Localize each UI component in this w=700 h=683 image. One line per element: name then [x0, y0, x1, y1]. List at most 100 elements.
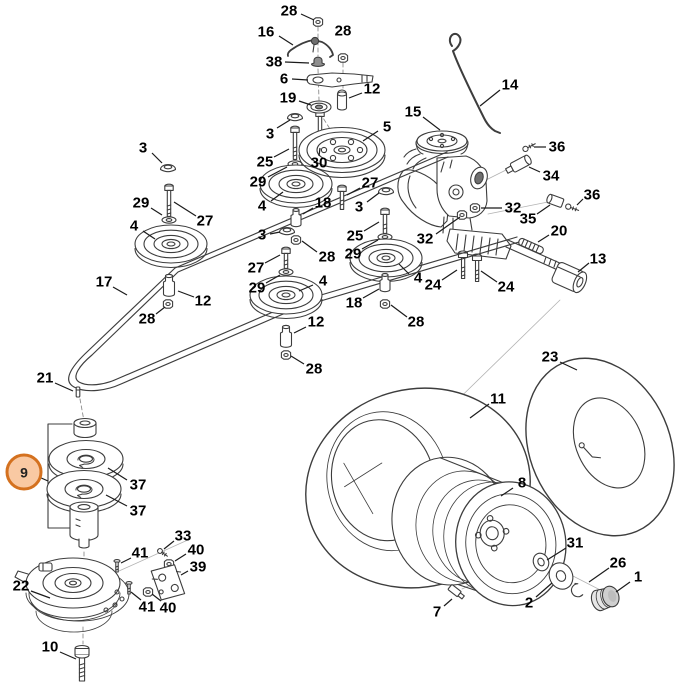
leader-line-6 [291, 78, 309, 81]
part-callout-21[interactable]: 21 [36, 369, 54, 387]
drive-clutch-group [14, 386, 186, 682]
part-callout-19[interactable]: 19 [279, 89, 297, 107]
part-callout-26[interactable]: 26 [609, 554, 627, 572]
part-callout-3[interactable]: 3 [265, 125, 275, 143]
leader-line-18 [362, 288, 380, 299]
leader-line-37 [105, 494, 128, 507]
part-callout-36[interactable]: 36 [548, 138, 566, 156]
part-callout-35[interactable]: 35 [519, 210, 537, 228]
part-callout-15[interactable]: 15 [404, 103, 422, 121]
part-callout-11[interactable]: 11 [490, 390, 506, 408]
leader-line-34 [528, 166, 541, 173]
part-callout-28[interactable]: 28 [318, 248, 336, 266]
leader-line-2 [535, 582, 553, 598]
leader-line-26 [588, 567, 610, 583]
part-callout-29[interactable]: 29 [344, 245, 362, 263]
part-callout-27[interactable]: 27 [196, 212, 214, 230]
part-callout-39[interactable]: 39 [189, 558, 207, 576]
part-callout-29[interactable]: 29 [132, 194, 150, 212]
spring-pin [518, 237, 544, 255]
leader-line-7 [443, 598, 453, 607]
part-callout-29[interactable]: 29 [248, 279, 266, 297]
part-callout-28[interactable]: 28 [407, 313, 425, 331]
part-callout-41[interactable]: 41 [138, 598, 156, 616]
part-callout-29[interactable]: 29 [249, 173, 267, 191]
leader-line-28 [301, 240, 318, 253]
wheel-rim [391, 456, 567, 607]
part-callout-20[interactable]: 20 [550, 222, 568, 240]
part-callout-22[interactable]: 22 [12, 577, 30, 595]
part-callout-28[interactable]: 28 [138, 310, 156, 328]
leader-line-41 [130, 591, 142, 601]
leader-line-24 [480, 270, 498, 283]
part-callout-36[interactable]: 36 [583, 186, 601, 204]
part-callout-30[interactable]: 30 [310, 154, 328, 172]
part-callout-4[interactable]: 4 [257, 197, 267, 215]
part-callout-3[interactable]: 3 [257, 226, 267, 244]
part-callout-13[interactable]: 13 [589, 250, 607, 268]
part-callout-28[interactable]: 28 [305, 360, 323, 378]
part-callout-25[interactable]: 25 [256, 153, 274, 171]
part-callout-27[interactable]: 27 [361, 174, 379, 192]
part-callout-24[interactable]: 24 [424, 276, 442, 294]
idler-stack-center-lower [249, 226, 323, 360]
part-callout-6[interactable]: 6 [279, 70, 289, 88]
part-callout-40[interactable]: 40 [187, 541, 205, 559]
part-callout-31[interactable]: 31 [566, 534, 584, 552]
part-callout-40[interactable]: 40 [159, 599, 177, 617]
part-callout-37[interactable]: 37 [129, 502, 147, 520]
leader-line-28 [390, 304, 408, 318]
part-callout-32[interactable]: 32 [504, 199, 522, 217]
leader-line-37 [107, 467, 128, 481]
part-callout-34[interactable]: 34 [542, 167, 560, 185]
part-callout-2[interactable]: 2 [524, 594, 534, 612]
tension-lever-group [286, 17, 374, 114]
part-callout-1[interactable]: 1 [633, 568, 643, 586]
part-callout-38[interactable]: 38 [265, 53, 283, 71]
part-callout-4[interactable]: 4 [318, 272, 328, 290]
leader-line-27 [346, 187, 361, 196]
part-callout-5[interactable]: 5 [382, 118, 392, 136]
leader-line-10 [59, 651, 77, 660]
part-callout-12[interactable]: 12 [307, 313, 325, 331]
part-callout-10[interactable]: 10 [41, 638, 59, 656]
part-callout-23[interactable]: 23 [541, 348, 559, 366]
part-callout-12[interactable]: 12 [194, 292, 212, 310]
idler-stack-left [134, 163, 208, 309]
part-callout-3[interactable]: 3 [354, 198, 364, 216]
leader-line-12 [177, 290, 195, 298]
leader-line-5 [362, 130, 379, 142]
dipstick-rod [448, 32, 501, 134]
part-callout-41[interactable]: 41 [131, 544, 149, 562]
part-callout-16[interactable]: 16 [257, 23, 275, 41]
leader-line-4 [398, 263, 410, 275]
leader-line-14 [479, 89, 501, 107]
part-callout-12[interactable]: 12 [363, 80, 381, 98]
part-callout-37[interactable]: 37 [129, 476, 147, 494]
part-callout-17[interactable]: 17 [95, 273, 113, 291]
part-callout-9-selected[interactable]: 9 [5, 453, 43, 491]
leader-line-11 [469, 403, 490, 419]
part-callout-25[interactable]: 25 [346, 227, 364, 245]
part-callout-3[interactable]: 3 [138, 139, 148, 157]
belt [68, 151, 520, 392]
part-callout-28[interactable]: 28 [280, 2, 298, 20]
leader-line-28 [300, 13, 315, 21]
part-callout-8[interactable]: 8 [517, 474, 527, 492]
leader-line-29 [265, 274, 281, 284]
part-callout-4[interactable]: 4 [129, 217, 139, 235]
part-callout-14[interactable]: 14 [501, 76, 519, 94]
part-callout-28[interactable]: 28 [334, 22, 352, 40]
part-callout-18[interactable]: 18 [314, 194, 332, 212]
retaining-clip [570, 582, 584, 598]
part-callout-32[interactable]: 32 [416, 230, 434, 248]
part-callout-4[interactable]: 4 [413, 269, 423, 287]
part-callout-24[interactable]: 24 [497, 278, 515, 296]
part-callout-7[interactable]: 7 [432, 603, 442, 621]
part-callout-33[interactable]: 33 [174, 527, 192, 545]
part-callout-18[interactable]: 18 [345, 294, 363, 312]
part-callout-27[interactable]: 27 [247, 259, 265, 277]
hub-cap [590, 585, 620, 612]
